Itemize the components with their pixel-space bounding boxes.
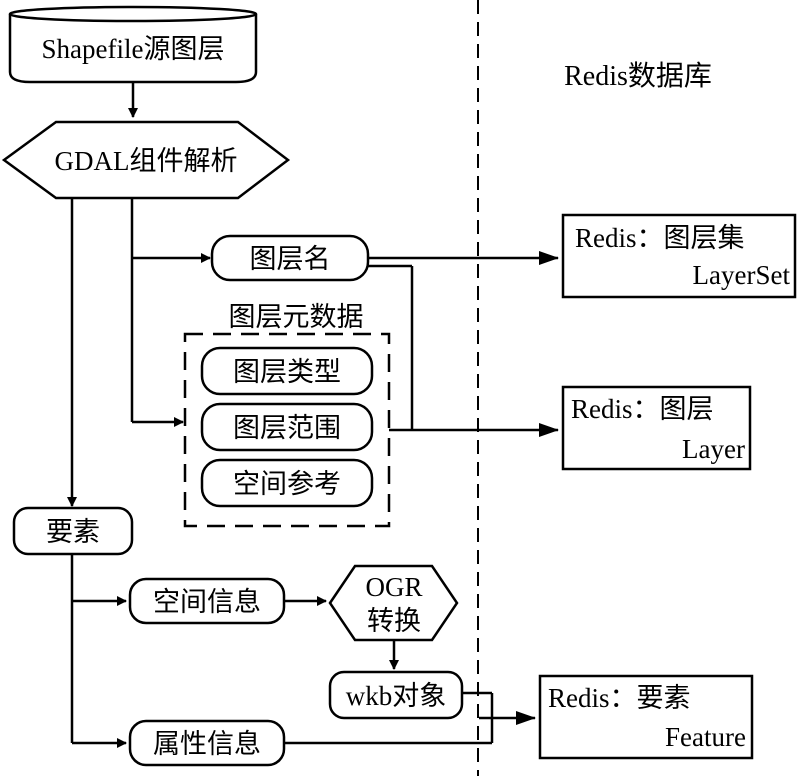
- shapefile-source-node: Shapefile源图层: [8, 5, 258, 84]
- wkb-object-node: wkb对象: [328, 670, 464, 720]
- redis-layerset-line2: LayerSet: [693, 260, 791, 290]
- layer-metadata-title: 图层元数据: [229, 302, 364, 332]
- gdal-parse-label: GDAL组件解析: [55, 146, 238, 176]
- ogr-conversion-node: OGR 转换: [328, 564, 459, 642]
- redis-layerset-line1: Redis：图层集: [575, 223, 745, 253]
- spatial-info-node: 空间信息: [128, 577, 286, 625]
- layer-metadata-group: 图层元数据 图层类型 图层范围 空间参考: [183, 302, 391, 528]
- redis-feature-line2: Feature: [665, 722, 746, 752]
- redis-layerset-node: Redis：图层集 LayerSet: [561, 213, 797, 299]
- metadata-item-label: 图层范围: [233, 413, 341, 443]
- feature-label: 要素: [46, 517, 100, 547]
- metadata-item-label: 图层类型: [233, 357, 341, 387]
- layer-name-label: 图层名: [250, 244, 331, 274]
- metadata-item-spatial-reference: 空间参考: [200, 458, 374, 508]
- metadata-item-label: 空间参考: [233, 469, 341, 499]
- redis-layer-line1: Redis：图层: [571, 394, 714, 424]
- ogr-line1: OGR: [365, 572, 422, 602]
- redis-feature-node: Redis：要素 Feature: [538, 674, 754, 760]
- redis-database-label: Redis数据库: [564, 60, 712, 92]
- attribute-info-node: 属性信息: [128, 719, 286, 767]
- redis-layer-node: Redis：图层 Layer: [561, 385, 752, 471]
- redis-feature-line1: Redis：要素: [548, 683, 691, 713]
- metadata-item-layer-type: 图层类型: [200, 346, 374, 396]
- metadata-item-layer-extent: 图层范围: [200, 402, 374, 452]
- ogr-line2: 转换: [367, 606, 421, 636]
- wkb-object-label: wkb对象: [346, 681, 447, 711]
- layer-name-node: 图层名: [210, 234, 370, 282]
- shapefile-source-label: Shapefile源图层: [42, 34, 225, 64]
- feature-node: 要素: [12, 506, 134, 556]
- attribute-info-label: 属性信息: [153, 729, 261, 759]
- spatial-info-label: 空间信息: [153, 587, 261, 617]
- gdal-parse-node: GDAL组件解析: [1, 120, 291, 200]
- redis-layer-line2: Layer: [682, 434, 745, 464]
